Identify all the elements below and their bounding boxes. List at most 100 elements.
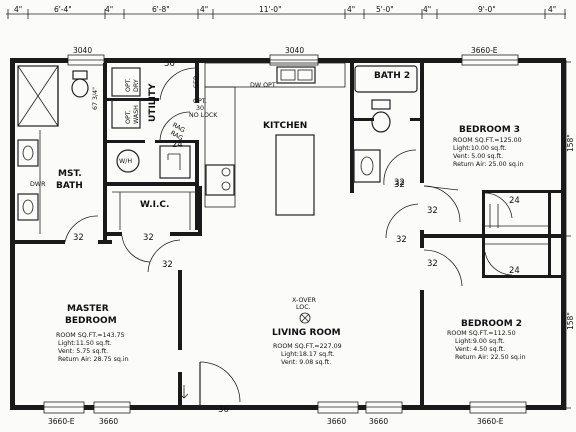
window-3660e-bottom-right: 3660-E bbox=[477, 417, 504, 426]
master-spec-1: Light:11.50 sq.ft. bbox=[58, 340, 112, 347]
dim-top-0: 4" bbox=[14, 5, 22, 14]
wic-label: W.I.C. bbox=[140, 200, 169, 210]
dim-top-4: 4" bbox=[200, 5, 208, 14]
bedroom-2: BEDROOM 2 ROOM SQ.FT.=112.50 Light:9.00 … bbox=[447, 319, 526, 361]
door-24-bed3: 24 bbox=[509, 196, 520, 206]
sink-upper bbox=[17, 139, 39, 167]
xover-marker bbox=[299, 312, 311, 324]
dryer bbox=[111, 67, 141, 97]
bath-2: BATH 2 32 bbox=[353, 65, 418, 190]
bath2-toilet bbox=[371, 111, 391, 133]
window-3660-b3: 3660 bbox=[369, 417, 388, 426]
dim-top-6: 4" bbox=[347, 5, 355, 14]
bedroom2-spec-0: ROOM SQ.FT.=112.50 bbox=[447, 330, 516, 337]
door-32-master: 32 bbox=[162, 260, 173, 270]
dim-top-2: 4" bbox=[105, 5, 113, 14]
dim-top-3: 6'-8" bbox=[152, 5, 170, 14]
bottom-windows: 3660-E 3660 3660 3660 3660-E bbox=[43, 401, 527, 426]
door-32-bed2-hall: 32 bbox=[427, 259, 438, 269]
walk-in-closet: W/H W.I.C. bbox=[112, 145, 195, 230]
xover-label-1: X-OVER bbox=[292, 297, 317, 304]
opt-wash-label-2: WASH bbox=[133, 105, 140, 124]
window-3660e-bottom-left: 3660-E bbox=[48, 417, 75, 426]
bedroom2-spec-1: Light:9.00 sq.ft. bbox=[455, 338, 505, 345]
bedroom-3: BEDROOM 3 ROOM SQ.FT.=125.00 Light:10.00… bbox=[423, 125, 548, 228]
shower: 67 3/4" bbox=[17, 65, 99, 127]
range bbox=[205, 164, 235, 196]
utility-label: UTILITY bbox=[148, 83, 158, 122]
door-32-bed3: 32 bbox=[427, 206, 438, 216]
door-32-mst-b: 32 bbox=[143, 233, 154, 243]
bath2-label: BATH 2 bbox=[374, 71, 410, 81]
window-3660-b1: 3660 bbox=[99, 417, 118, 426]
bedroom3-spec-3: Return Air: 25.00 sq.in bbox=[453, 161, 524, 168]
master-spec-2: Vent: 5.75 sq.ft. bbox=[58, 348, 108, 355]
kitchen-counter bbox=[204, 62, 346, 88]
kitchen: DW OPT KITCHEN bbox=[204, 62, 346, 216]
washer bbox=[111, 99, 141, 129]
top-dimension-line: 4" 6'-4" 4" 6'-8" 4" 11'-0" 4" 5'-0" 4" … bbox=[6, 5, 566, 19]
wh-label: W/H bbox=[119, 158, 132, 165]
bedroom3-spec-1: Light:10.00 sq.ft. bbox=[453, 145, 507, 152]
master-spec-0: ROOM SQ.FT.=143.75 bbox=[56, 332, 125, 339]
dim-top-5: 11'-0" bbox=[259, 5, 282, 14]
dim-top-8: 4" bbox=[423, 5, 431, 14]
bedroom2-spec-3: Return Air: 22.50 sq.in bbox=[455, 354, 526, 361]
top-windows: 3040 3040 3660-E bbox=[67, 46, 519, 66]
opt-30-label-1: OPT. bbox=[193, 98, 207, 105]
opt-30-label-3: NO LOCK bbox=[189, 112, 218, 119]
door-36-front: 36 bbox=[218, 405, 229, 415]
opt-dry-label-2: DRY bbox=[133, 79, 140, 92]
door-32-bed2: 32 bbox=[396, 235, 407, 245]
living-spec-2: Vent: 9.08 sq.ft. bbox=[281, 359, 331, 366]
master-doors: 32 32 32 bbox=[64, 215, 181, 273]
dim-top-7: 5'-0" bbox=[376, 5, 394, 14]
dw-opt-label: DW OPT bbox=[250, 82, 276, 89]
dim-top-10: 4" bbox=[548, 5, 556, 14]
bedroom2-label: BEDROOM 2 bbox=[461, 319, 522, 329]
dim-right-lower: 158" bbox=[566, 312, 575, 330]
opt-wash-label-1: OPT. bbox=[125, 110, 132, 124]
entry-arrow bbox=[179, 385, 189, 399]
bedroom3-label: BEDROOM 3 bbox=[459, 125, 520, 135]
door-24-utility: 24 bbox=[172, 140, 183, 150]
master-bedroom-label-1: MASTER bbox=[67, 304, 109, 314]
dim-top-9: 9'-0" bbox=[478, 5, 496, 14]
refrigerator bbox=[159, 145, 191, 179]
master-bath-fixtures: DWR MST. BATH bbox=[17, 70, 89, 234]
bedroom3-spec-0: ROOM SQ.FT.=125.00 bbox=[453, 137, 522, 144]
door-32-hall: 32 bbox=[394, 178, 405, 188]
sep-label: SEP bbox=[193, 76, 200, 88]
shower-dimension: 67 3/4" bbox=[92, 87, 99, 110]
drawer-label: DWR bbox=[30, 181, 46, 188]
door-24-bed2: 24 bbox=[509, 266, 520, 276]
dim-right-upper: 158" bbox=[566, 134, 575, 152]
bathtub bbox=[354, 65, 418, 93]
kitchen-label: KITCHEN bbox=[263, 121, 307, 131]
dim-top-1: 6'-4" bbox=[54, 5, 72, 14]
hall-doors: 32 32 32 24 bbox=[385, 178, 548, 287]
door-32-bath2: 32 bbox=[394, 180, 405, 190]
living-spec-1: Light:18.17 sq.ft. bbox=[281, 351, 335, 358]
living-room: X-OVER LOC. LIVING ROOM ROOM SQ.FT.=227.… bbox=[179, 297, 342, 415]
water-heater bbox=[116, 149, 140, 173]
master-bedroom: MASTER BEDROOM ROOM SQ.FT.=143.75 Light:… bbox=[56, 304, 129, 363]
window-3040-a: 3040 bbox=[73, 46, 92, 55]
master-spec-3: Return Air: 28.75 sq.in bbox=[58, 356, 129, 363]
living-room-label: LIVING ROOM bbox=[272, 328, 341, 338]
utility-room: OPT. DRY OPT. WASH UTILITY 36 SEP OPT. 3… bbox=[111, 59, 218, 150]
mst-bath-label-1: MST. bbox=[58, 169, 82, 179]
bath2-sink bbox=[353, 149, 381, 183]
sink-lower bbox=[17, 193, 39, 221]
window-3660e-top: 3660-E bbox=[471, 46, 498, 55]
bedroom3-spec-2: Vent: 5.00 sq.ft. bbox=[453, 153, 503, 160]
bedroom2-spec-2: Vent: 4.50 sq.ft. bbox=[455, 346, 505, 353]
door-32-mst-a: 32 bbox=[73, 233, 84, 243]
living-spec-0: ROOM SQ.FT.=227.09 bbox=[273, 343, 342, 350]
front-door bbox=[199, 361, 241, 403]
kitchen-island bbox=[275, 134, 315, 216]
window-3660-b2: 3660 bbox=[327, 417, 346, 426]
window-3040-b: 3040 bbox=[285, 46, 304, 55]
